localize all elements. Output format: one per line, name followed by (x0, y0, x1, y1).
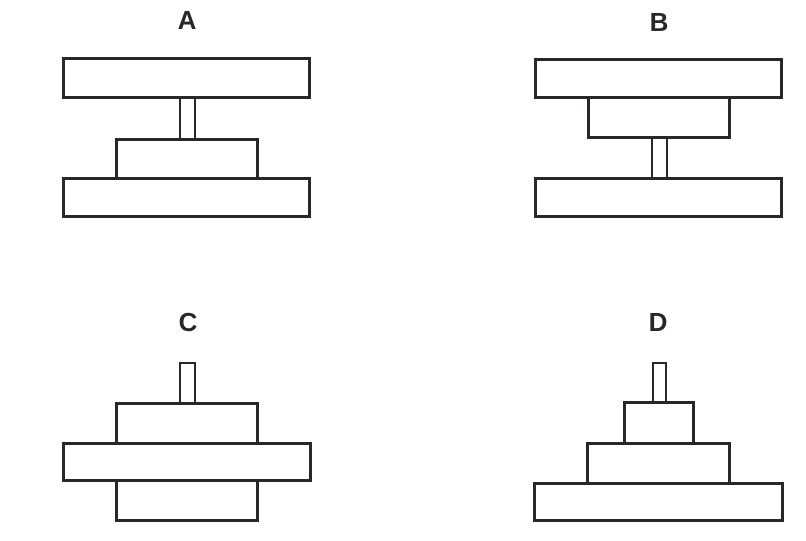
d-small-block-shape (623, 401, 695, 442)
figure-label-d: D (648, 307, 668, 337)
b-top-plate-shape (534, 58, 783, 99)
a-bottom-plate-shape (62, 177, 311, 218)
figure-label-a: A (177, 5, 197, 35)
b-pin-shape (651, 139, 668, 177)
c-wide-plate-shape (62, 442, 312, 482)
a-pin-shape (179, 99, 196, 138)
d-bottom-plate-shape (533, 482, 784, 522)
d-medium-block-shape (586, 442, 731, 482)
d-pin-shape (652, 362, 667, 401)
c-lower-block-shape (115, 482, 259, 522)
a-top-plate-shape (62, 57, 311, 99)
c-upper-block-shape (115, 402, 259, 442)
a-middle-block-shape (115, 138, 259, 177)
figure-label-b: B (649, 7, 669, 37)
c-pin-shape (179, 362, 196, 402)
b-bottom-plate-shape (534, 177, 783, 218)
figure-label-c: C (178, 307, 198, 337)
b-middle-block-shape (587, 99, 731, 139)
